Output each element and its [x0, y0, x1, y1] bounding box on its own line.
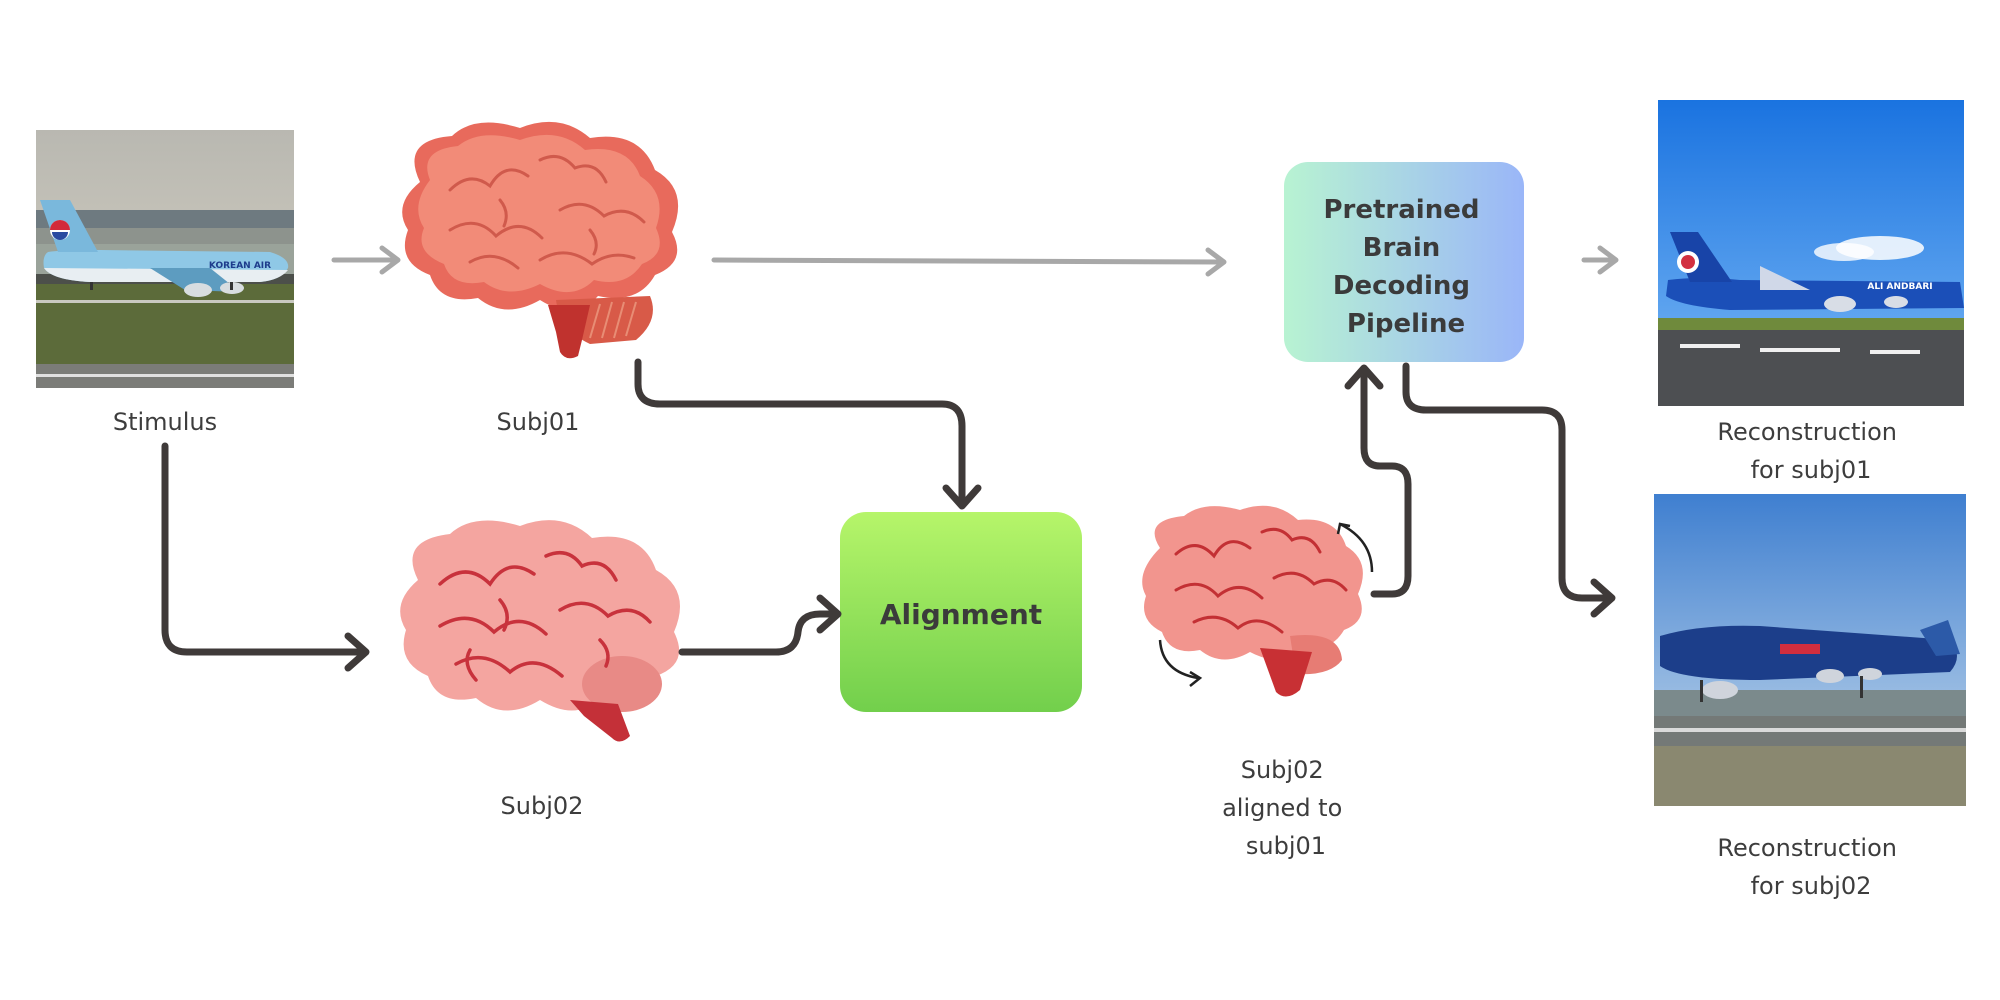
subj02-label: Subj02	[501, 792, 584, 820]
stimulus-airline-text: KOREAN AIR	[209, 261, 271, 271]
recon01-airline-text: ALI ANDBARI	[1867, 282, 1932, 292]
recon01-image: ALI ANDBARI	[1658, 100, 1964, 406]
arrow-subj02-to-alignment	[678, 594, 842, 656]
brain-subj02	[400, 520, 680, 742]
arrow-subj01-to-pipeline	[711, 247, 1227, 277]
arrow-stimulus-to-subj01	[331, 245, 401, 275]
stimulus-image: KOREAN AIR	[36, 130, 294, 388]
recon02-label: Reconstruction for subj02	[1717, 834, 1904, 900]
arrow-pipeline-to-recon02	[1402, 362, 1616, 618]
stimulus-plane: KOREAN AIR	[40, 200, 289, 297]
arrow-aligned-to-pipeline	[1344, 364, 1412, 598]
stimulus-label: Stimulus	[113, 408, 217, 436]
arrow-pipeline-to-recon01	[1581, 245, 1619, 275]
aligned-label: Subj02 aligned to subj01	[1222, 756, 1350, 860]
arrow-stimulus-to-subj02	[161, 442, 370, 672]
pipeline-label: Pretrained Brain Decoding Pipeline	[1323, 195, 1488, 339]
brain-subj01	[402, 121, 679, 359]
alignment-label: Alignment	[880, 598, 1042, 631]
subj01-label: Subj01	[497, 408, 580, 436]
recon01-label: Reconstruction for subj01	[1717, 418, 1904, 484]
brain-aligned	[1142, 505, 1374, 697]
arrow-subj01-to-alignment	[634, 358, 982, 510]
pipeline-box: Pretrained Brain Decoding Pipeline	[1284, 162, 1524, 362]
alignment-box: Alignment	[840, 512, 1082, 712]
recon02-image	[1654, 494, 1966, 806]
